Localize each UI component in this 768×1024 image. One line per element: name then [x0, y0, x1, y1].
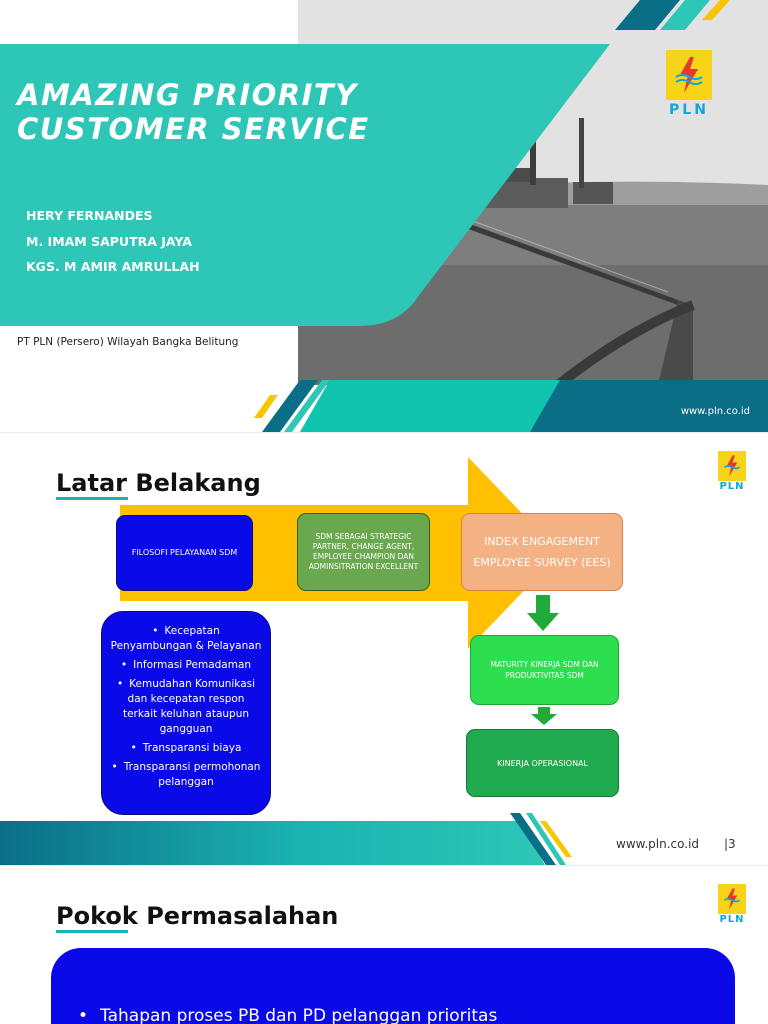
heading-underline [56, 930, 128, 933]
bullet-item: Tahapan proses PB dan PD pelanggan prior… [78, 1006, 497, 1024]
pln-logo: PLN [718, 884, 746, 925]
list-item: Transparansi permohonan pelanggan [102, 760, 270, 790]
top-stripes [615, 0, 730, 30]
lightning-icon [718, 451, 746, 481]
list-item: Transparansi biaya [123, 741, 250, 756]
customer-needs-list: Kecepatan Penyambungan & Pelayanan Infor… [101, 611, 271, 815]
slide-title: AMAZING PRIORITY CUSTOMER SERVICE HERY F… [0, 0, 768, 432]
logo-label: PLN [669, 102, 709, 118]
pln-logo: PLN [666, 50, 712, 118]
website-url[interactable]: www.pln.co.id [680, 406, 750, 417]
down-arrow-icon [531, 707, 557, 725]
list-item: Informasi Pemadaman [113, 658, 259, 673]
author-list: HERY FERNANDES M. IMAM SAPUTRA JAYA KGS.… [26, 208, 200, 285]
box-maturity: MATURITY KINERJA SDM DAN PRODUKTIVITAS S… [470, 635, 619, 705]
pln-logo: PLN [718, 451, 746, 492]
footer-band [0, 813, 572, 865]
website-url[interactable]: www.pln.co.id [616, 837, 700, 851]
slide-latar-belakang: Latar Belakang FILOSOFI PELAYANAN SDM SD… [0, 433, 768, 865]
box-filosofi: FILOSOFI PELAYANAN SDM [116, 515, 253, 591]
presentation-title: AMAZING PRIORITY CUSTOMER SERVICE [17, 78, 370, 146]
slide-pokok-permasalahan: Pokok Permasalahan Tahapan proses PB dan… [0, 866, 768, 1024]
logo-label: PLN [719, 481, 745, 492]
title-banner [0, 44, 610, 326]
author-name: HERY FERNANDES [26, 208, 153, 223]
author-name: M. IMAM SAPUTRA JAYA [26, 233, 192, 249]
box-kinerja-operasional: KINERJA OPERASIONAL [466, 729, 619, 797]
lightning-icon [666, 50, 712, 100]
footer-band [254, 380, 768, 432]
box-index-engagement: INDEX ENGAGEMENT EMPLOYEE SURVEY (EES) [461, 513, 623, 591]
slide-heading: Latar Belakang [56, 469, 261, 497]
lightning-icon [718, 884, 746, 914]
author-name: KGS. M AMIR AMRULLAH [26, 259, 200, 274]
organization-name: PT PLN (Persero) Wilayah Bangka Belitung [17, 336, 239, 348]
list-item: Kecepatan Penyambungan & Pelayanan [102, 624, 270, 654]
slide-heading: Pokok Permasalahan [56, 902, 339, 930]
page-number: |3 [724, 837, 736, 851]
heading-underline [56, 497, 128, 500]
down-arrow-icon [527, 595, 559, 631]
list-item: Kemudahan Komunikasi dan kecepatan respo… [102, 677, 270, 737]
box-sdm-strategic: SDM SEBAGAI STRATEGIC PARTNER, CHANGE AG… [297, 513, 430, 591]
logo-label: PLN [719, 914, 745, 925]
